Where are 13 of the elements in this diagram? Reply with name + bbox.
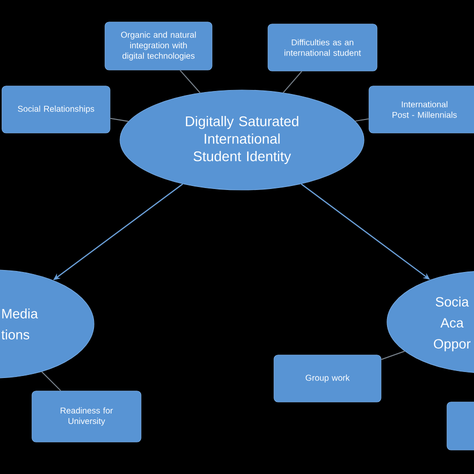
connector-line: [110, 118, 129, 122]
topic-box: International Post - Millennials: [368, 86, 474, 134]
topic-box: Group work: [274, 354, 382, 402]
topic-box: Difficulties as an international student: [268, 24, 378, 72]
connector-line: [380, 350, 406, 360]
topic-box: [446, 402, 474, 450]
topic-box: Organic and natural integration with digital technologies: [104, 22, 212, 70]
connector-line: [180, 70, 201, 94]
connector-line: [41, 371, 62, 392]
topic-box: Readiness for University: [32, 390, 142, 442]
connector-line: [282, 70, 302, 94]
topic-box: Social Relationships: [2, 86, 110, 134]
connector-line: [354, 118, 370, 122]
